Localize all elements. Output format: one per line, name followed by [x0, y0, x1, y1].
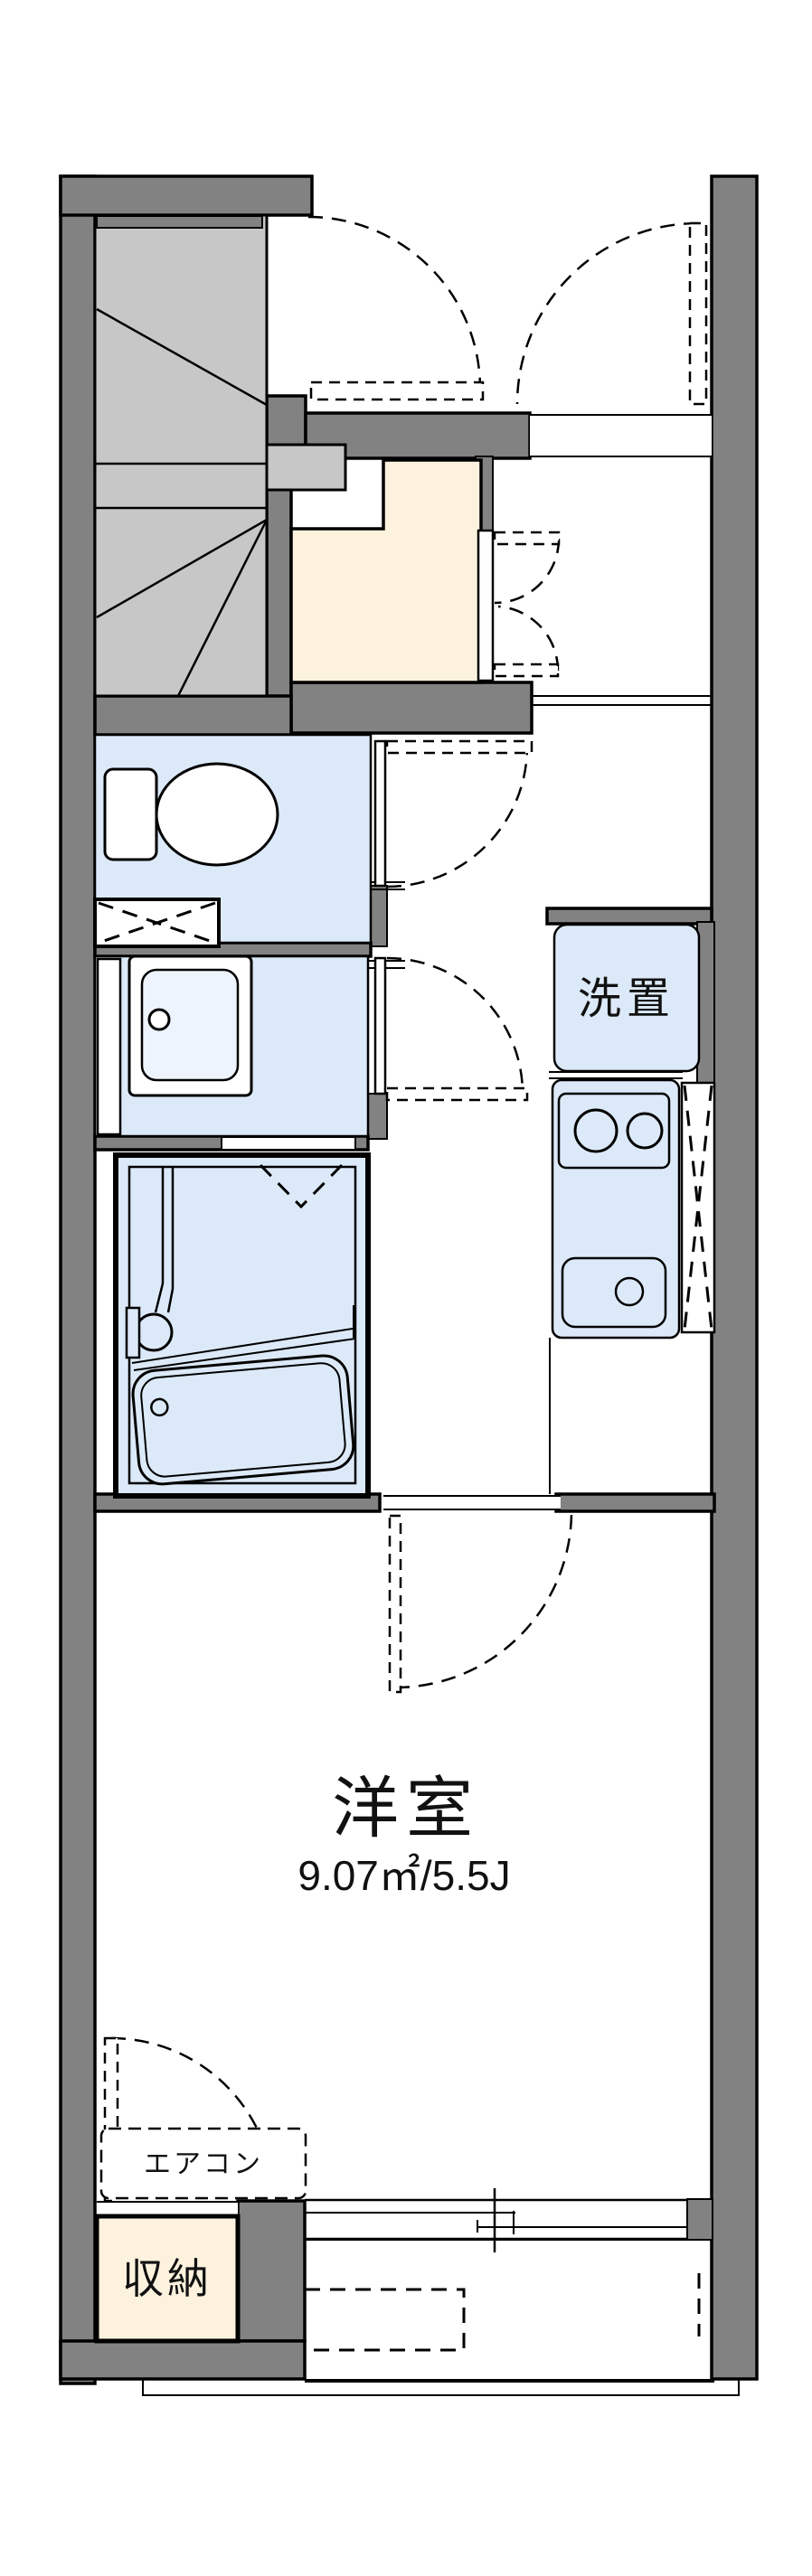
storage-area: エアコン 収納 [94, 2036, 307, 2344]
stair-step-box [265, 443, 347, 492]
stair-banister [96, 215, 263, 229]
wall-kitchen-top [545, 907, 713, 926]
room-area-label: 9.07㎡/5.5J [297, 1852, 510, 1899]
main-room-door-leaf [388, 1514, 402, 1694]
washroom-door-leaf [385, 1086, 529, 1102]
genkan-double-door-leaf-top [493, 531, 561, 546]
washroom [93, 954, 529, 1151]
kitchen-sink [561, 1256, 667, 1329]
wall-window-stub [686, 2198, 713, 2241]
genkan [289, 458, 561, 684]
bath-folding-door [259, 1163, 344, 1209]
genkan-double-door-leaf-bottom [493, 663, 560, 678]
genkan-step-edge [477, 529, 495, 682]
bathtub [131, 1354, 355, 1486]
shelf-niche [93, 898, 221, 948]
washbasin-faucet [147, 1008, 171, 1031]
genkan-double-door-arc-top [494, 538, 561, 605]
aircon-box [99, 2127, 307, 2200]
toilet-door-leaf [385, 739, 533, 755]
genkan-floor [289, 458, 483, 684]
bath-faucet [134, 1312, 174, 1352]
kitchen-side-window [680, 1081, 716, 1334]
aircon-label: エアコン [144, 2149, 263, 2179]
main-room: 洋室 9.07㎡/5.5J [297, 1771, 510, 1899]
washbasin-bowl [140, 968, 240, 1082]
washing-machine-label: 洗置 [578, 975, 675, 1023]
hall-pass-opening [530, 414, 712, 457]
wall-bottom [59, 2339, 307, 2381]
stair-winder [96, 307, 268, 407]
stair-winder [176, 519, 269, 697]
stove-burner-right [626, 1112, 664, 1150]
toilet-tank [103, 767, 158, 861]
wall-left [59, 174, 97, 2385]
sink-drain [614, 1276, 645, 1307]
entry-door-arc-right [515, 221, 699, 405]
toilet-bowl [155, 762, 279, 867]
toilet-door-arc [386, 746, 529, 888]
wall-right [710, 174, 759, 2381]
bath-faucet-mount [125, 1306, 141, 1359]
washroom-pipe-space [96, 957, 122, 1136]
sliding-window [305, 2188, 714, 2383]
wall-storage-right [236, 2199, 307, 2343]
bathtub-drain [150, 1397, 169, 1417]
staircase [93, 213, 347, 698]
wall-under-stairs [93, 694, 293, 737]
wall-top [59, 174, 314, 217]
stair-winder [96, 518, 268, 619]
main-room-door-arc [394, 1510, 573, 1689]
room-name-label: 洋室 [332, 1771, 480, 1846]
main-room-door [383, 1495, 573, 1694]
storage-closet [94, 2214, 241, 2344]
entry-door-leaf-left [309, 381, 485, 401]
wall-wash-stub [365, 1093, 388, 1140]
kitchen: 洗置 [549, 923, 716, 1494]
storage-label: 収納 [122, 2255, 212, 2302]
toilet-door-frame [373, 739, 387, 888]
bathroom [113, 1152, 371, 1499]
wall-room-top-right [554, 1492, 716, 1513]
stair-area [93, 213, 269, 698]
entrance-doors [307, 215, 708, 406]
bath-threshold [221, 1136, 356, 1151]
washroom-door-frame [373, 956, 387, 1095]
washroom-door-arc [386, 956, 524, 1095]
genkan-double-door-arc-bottom [497, 605, 560, 672]
entry-door-leaf-right [688, 221, 708, 406]
wall-genkan-bottom [289, 681, 533, 735]
wall-stair-genkan [265, 456, 293, 702]
entry-door-arc-left [307, 215, 482, 390]
stove-burner-left [573, 1108, 618, 1153]
